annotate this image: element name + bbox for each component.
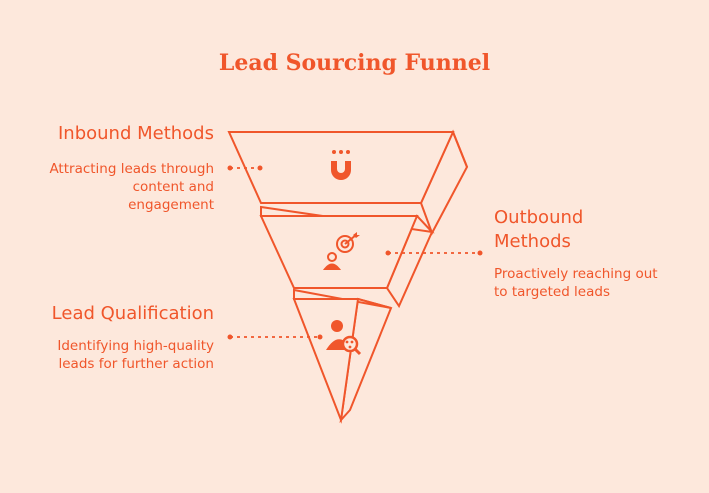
description-line: Identifying high-quality — [57, 338, 214, 354]
inbound-methods-heading: Inbound Methods — [57, 123, 214, 144]
description-line: leads for further action — [58, 356, 215, 372]
funnel-tier-lead-qualification — [292, 288, 393, 424]
target-person-icon — [322, 232, 360, 270]
diagram-title: Lead Sourcing Funnel — [218, 50, 491, 76]
description-line: Attracting leads through — [49, 161, 214, 177]
magnet-icon — [331, 150, 351, 180]
inbound-methods-description: Attracting leads through content and eng… — [0, 160, 214, 214]
funnel-tier-outbound-methods — [259, 205, 435, 309]
funnel-tier-inbound-methods — [227, 129, 469, 236]
description-line: Proactively reaching out — [494, 266, 658, 282]
description-line: to targeted leads — [494, 284, 610, 300]
outbound-methods-heading: Outbound Methods — [494, 206, 694, 254]
lead-qualification-description: Identifying high-quality leads for furth… — [0, 337, 214, 373]
outbound-methods-description: Proactively reaching out to targeted lea… — [494, 265, 704, 301]
user-search-icon — [326, 320, 362, 356]
heading-line: Methods — [494, 231, 571, 252]
heading-line: Outbound — [494, 207, 584, 228]
description-line: content and — [132, 179, 214, 195]
lead-qualification-heading: Lead Qualification — [51, 303, 214, 324]
description-line: engagement — [128, 197, 214, 213]
